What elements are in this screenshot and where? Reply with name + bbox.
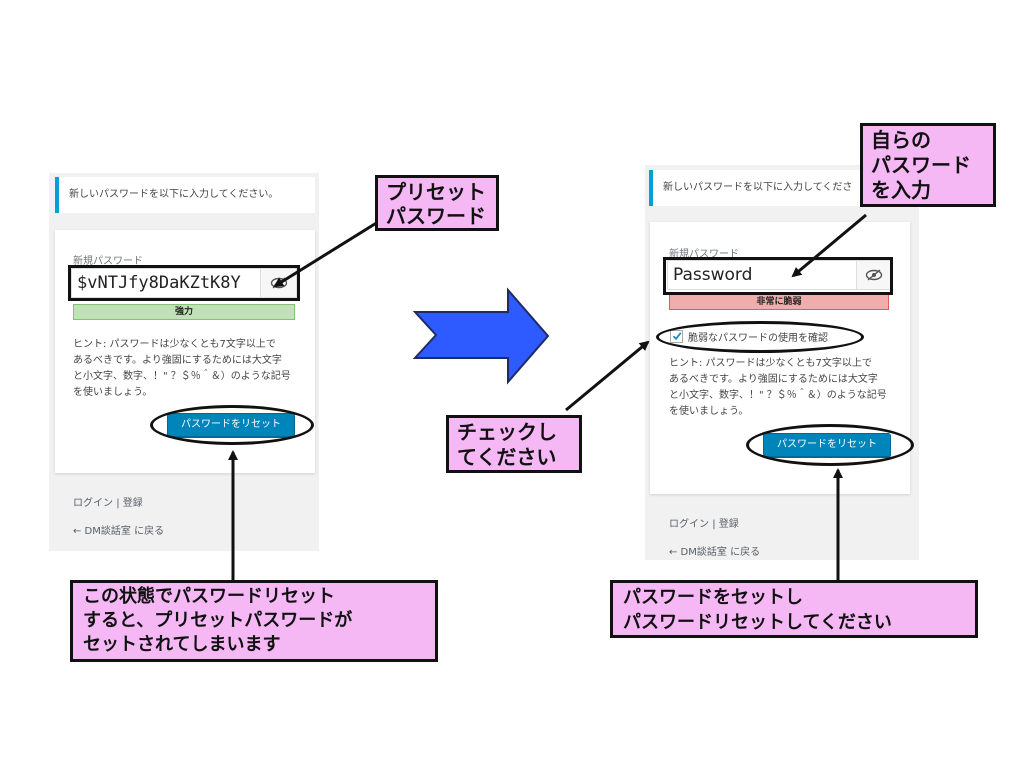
callout-line: チェックし <box>457 420 557 444</box>
right-password-hint: ヒント: パスワードは少なくとも7文字以上で あるべきです。より強固にするために… <box>669 356 905 420</box>
left-password-highlight <box>68 265 300 301</box>
left-notice-message: 新しいパスワードを以下に入力してください。 <box>55 177 315 213</box>
hint-line: を使いましょう。 <box>669 406 749 417</box>
nav-separator: | <box>116 498 120 509</box>
callout-line: パスワードをセットし <box>623 587 803 608</box>
callout-line: パスワード <box>871 153 971 177</box>
hint-line: あるべきです。より強固にするためには大文字 <box>669 374 878 385</box>
left-strength-meter: 強力 <box>73 304 295 320</box>
right-back-to-site-link[interactable]: ← DM談話室 に戻る <box>669 547 761 558</box>
callout-line: 自らの <box>871 128 931 152</box>
hint-line: と小文字、数字、！" ？＄％＾＆）のような記号 <box>669 390 887 401</box>
right-toggle-visibility-button[interactable] <box>856 261 890 289</box>
right-notice-message: 新しいパスワードを以下に入力してくださ <box>649 170 861 206</box>
right-password-value: Password <box>673 265 753 285</box>
right-password-input[interactable]: Password <box>667 260 891 290</box>
eye-slash-icon <box>865 269 882 281</box>
login-link[interactable]: ログイン <box>73 498 113 509</box>
register-link[interactable]: 登録 <box>718 519 739 530</box>
callout-left-warning: この状態でパスワードリセット すると、プリセットパスワードが セットされてしまい… <box>70 580 438 662</box>
nav-separator: | <box>712 519 716 530</box>
callout-line: すると、プリセットパスワードが <box>83 610 353 631</box>
callout-line: を入力 <box>871 178 931 202</box>
arrow-preset-to-field <box>273 220 379 288</box>
callout-line: てください <box>457 445 557 469</box>
right-reset-button-ellipse <box>746 424 914 466</box>
callout-own-password: 自らの パスワード を入力 <box>860 123 996 207</box>
arrow-check-to-checkbox <box>565 340 650 412</box>
left-password-hint: ヒント: パスワードは少なくとも7文字以上で あるべきです。より強固にするために… <box>73 337 313 401</box>
left-back-to-site-link[interactable]: ← DM談話室 に戻る <box>73 526 165 537</box>
callout-preset-password: プリセット パスワード <box>375 175 499 231</box>
arrow-own-to-field <box>791 213 867 278</box>
login-link[interactable]: ログイン <box>669 519 709 530</box>
right-confirm-weak-ellipse <box>656 321 864 353</box>
left-reset-button-ellipse <box>150 405 314 445</box>
register-link[interactable]: 登録 <box>122 498 143 509</box>
right-arrow-icon <box>412 287 550 385</box>
hint-line: を使いましょう。 <box>73 387 153 398</box>
right-login-register-nav: ログイン | 登録 <box>669 515 739 530</box>
callout-line: パスワード <box>386 204 486 228</box>
hint-line: ヒント: パスワードは少なくとも7文字以上で <box>73 339 276 350</box>
callout-right-instruction: パスワードをセットし パスワードリセットしてください <box>610 580 978 638</box>
callout-check-this: チェックし てください <box>446 415 582 473</box>
callout-line: セットされてしまいます <box>83 634 281 655</box>
hint-line: ヒント: パスワードは少なくとも7文字以上で <box>669 358 872 369</box>
left-password-value: $vNTJfy8DaKZtK8Y <box>77 273 241 293</box>
left-new-password-label: 新規パスワード <box>73 256 143 267</box>
right-password-highlight <box>663 257 893 295</box>
right-new-password-label: 新規パスワード <box>669 249 739 260</box>
callout-line: パスワードリセットしてください <box>623 612 892 633</box>
left-login-register-nav: ログイン | 登録 <box>73 494 143 509</box>
callout-line: この状態でパスワードリセット <box>83 586 335 607</box>
hint-line: あるべきです。より強固にするためには大文字 <box>73 355 282 366</box>
hint-line: と小文字、数字、！" ？＄％＾＆）のような記号 <box>73 371 291 382</box>
callout-line: プリセット <box>386 180 486 204</box>
